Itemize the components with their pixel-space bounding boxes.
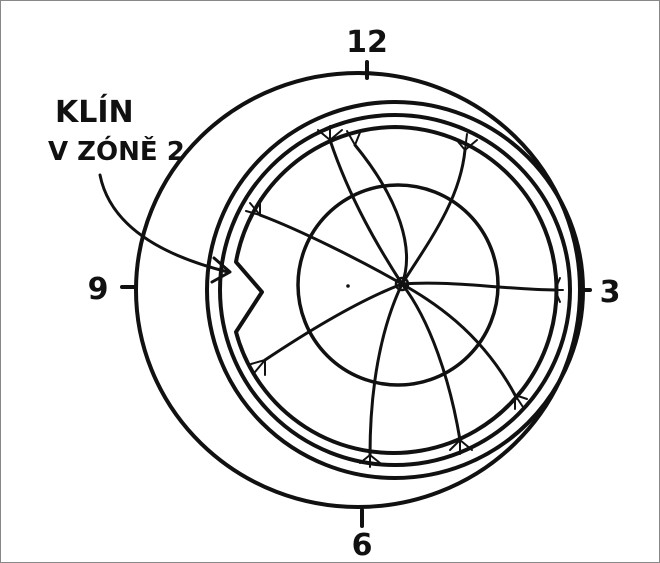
annotation-line-1: KLÍN: [55, 94, 134, 130]
center-dot: [346, 284, 350, 288]
nucleus: [296, 183, 500, 387]
cortex-boundary: [234, 125, 559, 455]
annotation-arrowhead: [210, 256, 232, 284]
rim-inner: [218, 113, 572, 467]
sutures: [258, 138, 557, 457]
annotation-arrow: [98, 173, 230, 274]
label-6: 6: [352, 528, 373, 563]
clock-ticks: [120, 60, 592, 528]
label-3: 3: [600, 275, 621, 310]
suture-tufts: [245, 125, 564, 468]
annotation-line-2: V ZÓNĚ 2: [48, 135, 185, 167]
label-9: 9: [88, 272, 109, 307]
label-12: 12: [346, 25, 388, 60]
